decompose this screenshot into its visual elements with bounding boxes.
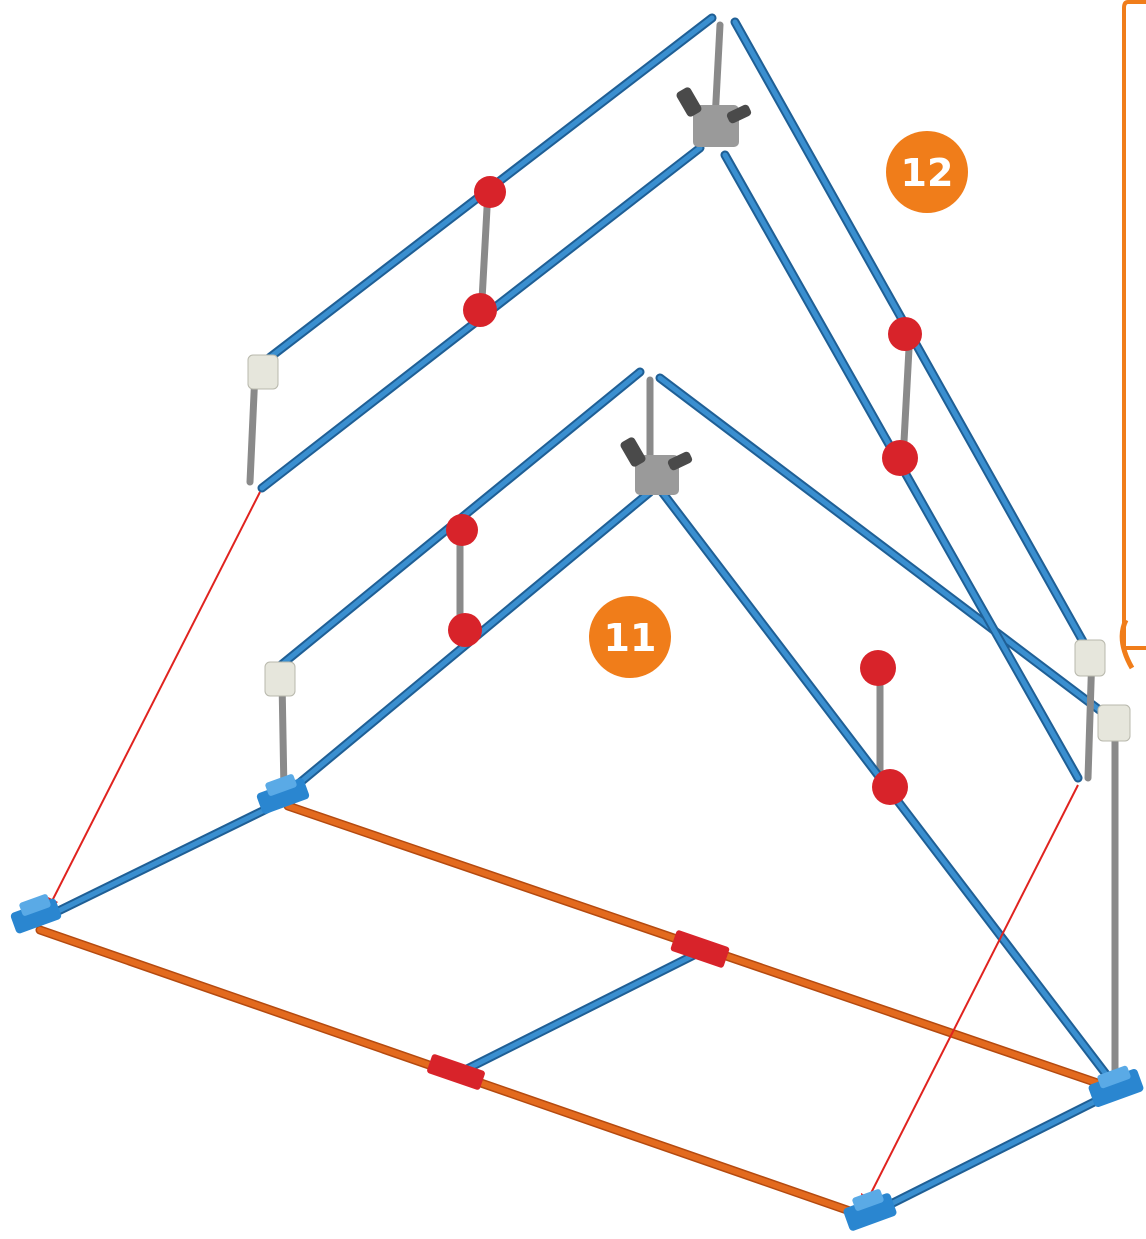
red-connector-12a [474, 176, 506, 208]
red-connector-base-front [427, 1054, 485, 1090]
red-connector-11c [860, 650, 896, 686]
red-connector-12c [888, 317, 922, 351]
red-connector-12d [882, 440, 918, 476]
red-connector-11d [872, 769, 908, 805]
white-connector-12-right [1074, 639, 1106, 677]
red-connector-11a [446, 514, 478, 546]
gray-hub-connector-12 [676, 87, 752, 147]
assembly-arrows [44, 491, 1079, 1211]
arrow-left [49, 491, 261, 906]
step-number-11: 11 [604, 616, 657, 660]
gray-hub-connector-11 [620, 437, 693, 495]
side-instruction-panel [1119, 0, 1146, 670]
frame-step-12 [246, 13, 1096, 783]
red-connector-12b [463, 293, 497, 327]
step-badge-12: 12 [886, 131, 968, 213]
white-connector-12-left [247, 354, 279, 390]
blue-hub-connector-right [1088, 1065, 1144, 1108]
blue-hub-connector-left [10, 894, 62, 934]
blue-hub-connector-back [256, 774, 310, 814]
connectors [10, 87, 1144, 1231]
white-connector-11-right [1097, 704, 1131, 742]
red-connector-11b [448, 613, 482, 647]
base-frame [35, 795, 1123, 1223]
step-number-12: 12 [901, 151, 954, 195]
white-connector-11-left [264, 661, 296, 697]
red-connector-base-back [670, 930, 730, 968]
blue-hub-connector-front [843, 1189, 897, 1231]
arrow-right [865, 784, 1079, 1204]
step-badge-11: 11 [589, 596, 671, 678]
